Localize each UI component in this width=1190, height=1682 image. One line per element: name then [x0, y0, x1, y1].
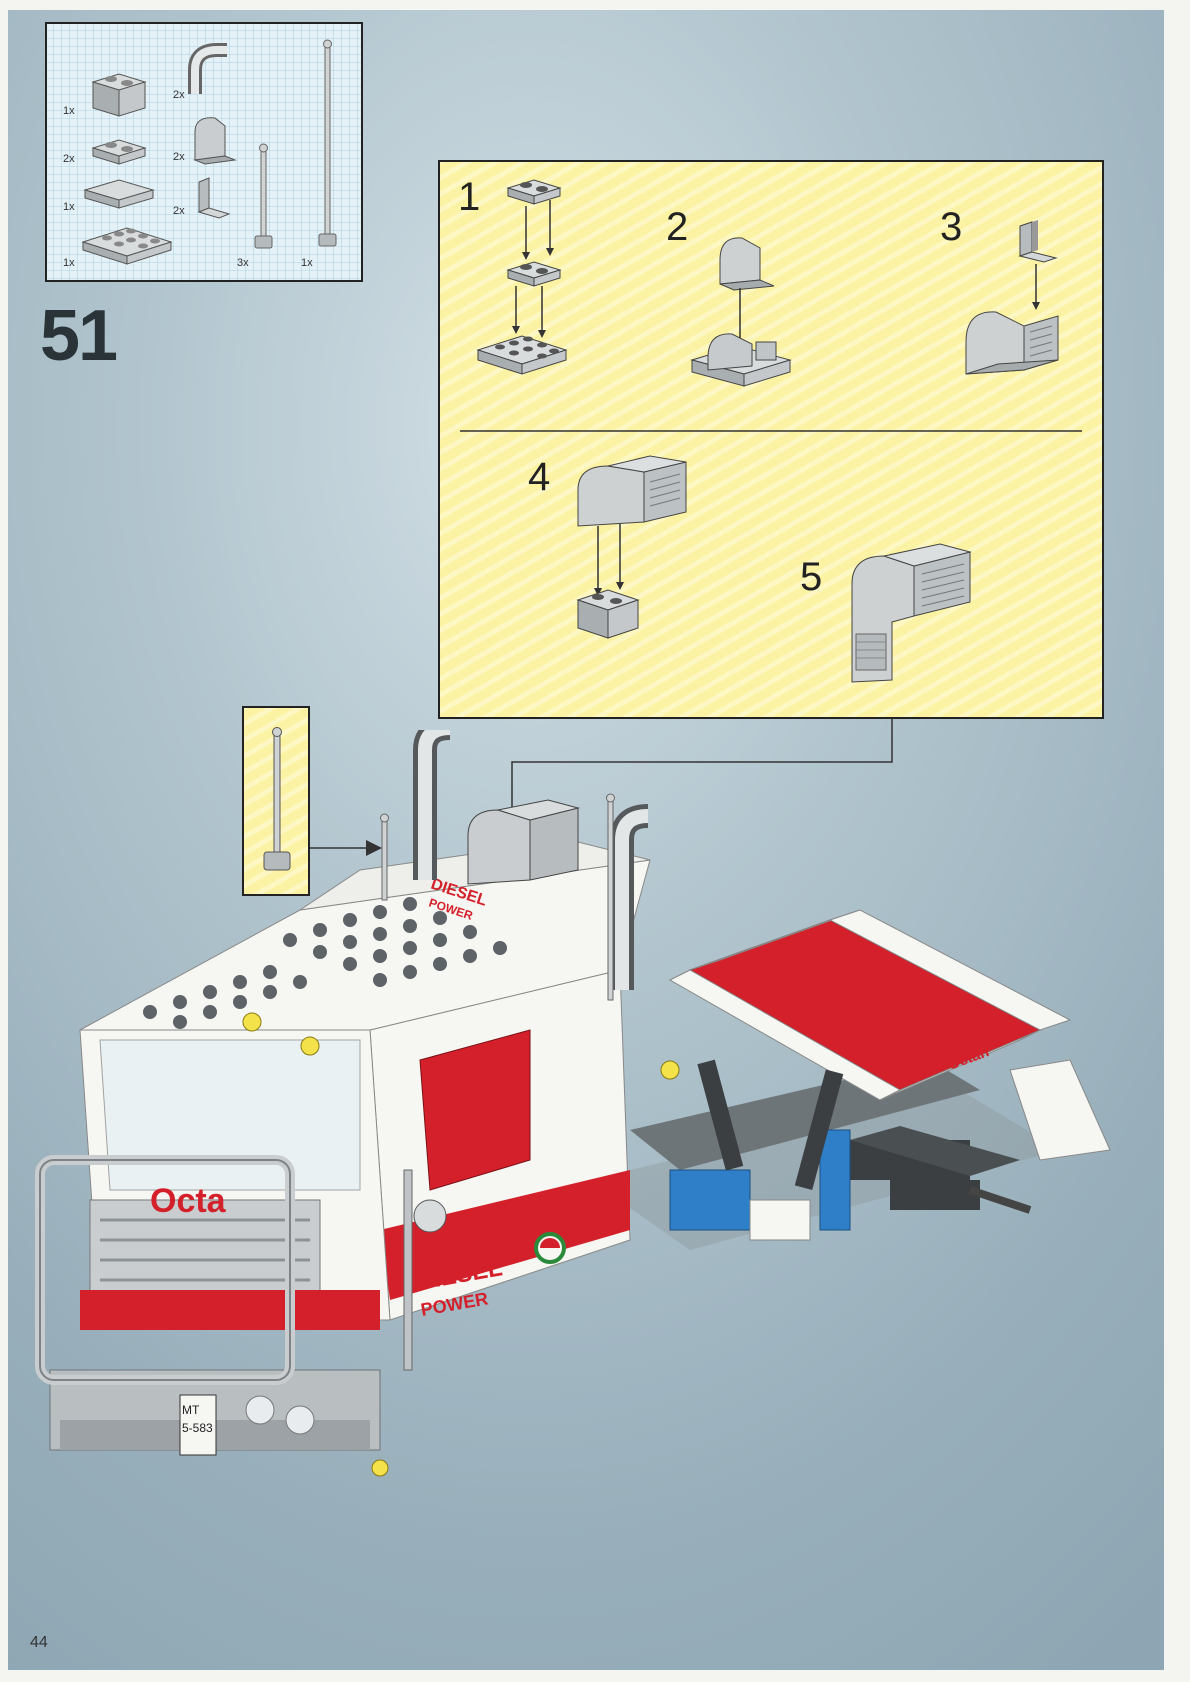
truck-cab: Octa MT 5-583 DIESEL POWER [35, 839, 680, 1477]
part-plate-1x2 [91, 139, 147, 165]
license-plate-line-1: MT [182, 1403, 200, 1417]
page-number: 44 [30, 1634, 48, 1651]
qty-label: 1x [63, 201, 75, 213]
substep-1-illustration [476, 179, 568, 375]
octa-grille-text: Octa [150, 1182, 227, 1220]
substep-number-3: 3 [940, 205, 962, 249]
step-number: 51 [40, 296, 118, 376]
parts-list-box: 1x 2x 1x 1x 2x 2x 2x 3x 1x [45, 22, 363, 282]
part-brick-1x2 [91, 73, 147, 117]
part-slope-curved [193, 117, 237, 165]
part-plate-2x4 [81, 227, 173, 265]
qty-label: 2x [63, 153, 75, 165]
part-bent-exhaust-pipe [188, 43, 227, 94]
new-parts-installed [380, 730, 649, 1001]
qty-label: 2x [173, 151, 185, 163]
subassembly-callout: 1 2 3 4 5 [438, 160, 1104, 719]
substep-number-1: 1 [458, 175, 480, 219]
substep-2-illustration [690, 237, 792, 387]
part-tile-2x2 [83, 179, 155, 209]
license-plate-line-2: 5-583 [182, 1421, 213, 1435]
qty-label: 3x [237, 257, 249, 269]
part-bracket [197, 177, 231, 219]
substep-5-illustration [851, 543, 972, 683]
qty-label: 1x [63, 105, 75, 117]
part-antenna-long [318, 39, 337, 247]
truck-assembly-illustration: Octan [35, 730, 1111, 1477]
substep-number-5: 5 [800, 555, 822, 599]
part-antenna-short [254, 143, 273, 249]
antenna-callout [242, 706, 310, 896]
qty-label: 2x [173, 89, 185, 101]
qty-label: 1x [63, 257, 75, 269]
substep-3-illustration [965, 220, 1059, 375]
substep-number-4: 4 [528, 455, 550, 499]
rear-platform: Octan [668, 909, 1111, 1191]
substep-4-illustration [576, 455, 687, 639]
substep-number-2: 2 [666, 205, 688, 249]
qty-label: 2x [173, 205, 185, 217]
qty-label: 1x [301, 257, 313, 269]
